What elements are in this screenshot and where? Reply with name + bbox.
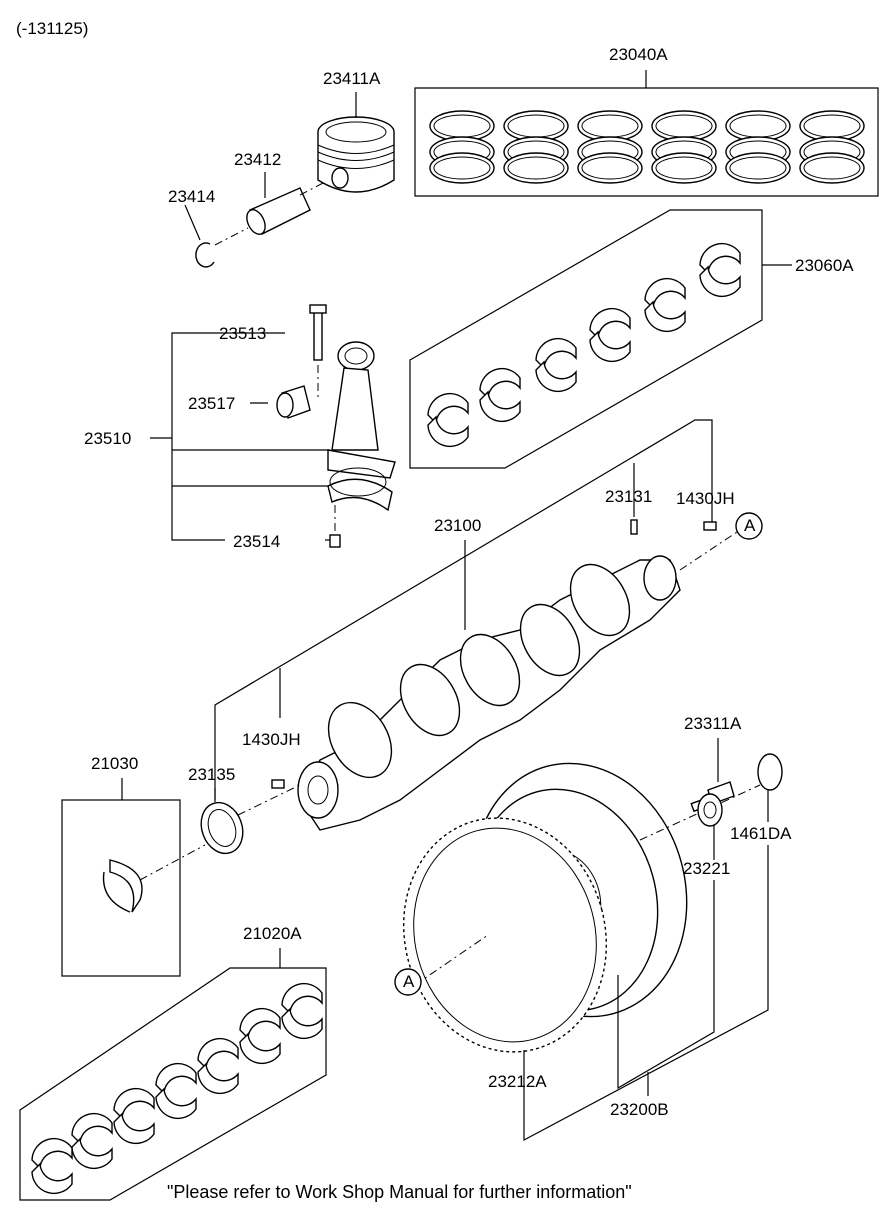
label-21020a: 21020A [243, 924, 302, 943]
label-23510: 23510 [84, 429, 132, 448]
crankshaft [237, 519, 741, 831]
label-23311a: 23311A [684, 714, 742, 733]
label-23131: 23131 [605, 487, 653, 506]
label-23135: 23135 [188, 765, 236, 784]
conrod-bracket [150, 332, 336, 541]
bearing-shell [71, 1112, 113, 1170]
piston-ring-set [414, 70, 879, 197]
label-1461da: 1461DA [730, 824, 792, 843]
oil-seal [139, 788, 244, 881]
label-21030: 21030 [91, 754, 139, 773]
main-bearing-set [19, 948, 327, 1201]
label-23221: 23221 [683, 859, 731, 878]
label-23513: 23513 [219, 324, 267, 343]
label-1430jh-left: 1430JH [242, 730, 301, 749]
piston-ring-stack [429, 110, 495, 184]
bearing-shell [644, 277, 686, 333]
bearing-shell [427, 392, 469, 448]
flywheel-bracket [523, 845, 769, 1141]
pilot-bearing [697, 793, 723, 860]
crankshaft-bracket [214, 419, 713, 800]
label-23200b: 23200B [610, 1100, 669, 1119]
label-23517: 23517 [188, 394, 236, 413]
piston [317, 92, 395, 193]
piston-ring-stack [651, 110, 717, 184]
label-a-bottom: A [403, 972, 415, 991]
flywheel [402, 762, 761, 1053]
piston-ring-stack [577, 110, 643, 184]
label-23100: 23100 [434, 516, 482, 535]
snap-ring [184, 204, 215, 268]
diagram-code: (-131125) [16, 19, 89, 38]
footer-note: "Please refer to Work Shop Manual for fu… [167, 1182, 632, 1202]
bearing-shell [479, 367, 521, 423]
label-23411a: 23411A [323, 69, 381, 88]
label-23040a: 23040A [609, 45, 668, 64]
bearing-shell [113, 1087, 155, 1145]
label-23414: 23414 [168, 187, 216, 206]
bearing-shell [281, 982, 323, 1040]
label-a-top: A [744, 516, 756, 535]
callout-a-top [735, 512, 763, 540]
piston-pin [214, 172, 326, 246]
bearing-shell [699, 242, 741, 298]
label-23412: 23412 [234, 150, 282, 169]
snap-ring-1461da [757, 753, 783, 822]
thrust-washer-box [61, 778, 181, 977]
bearing-shell [31, 1137, 73, 1195]
label-23514: 23514 [233, 532, 281, 551]
label-23212a: 23212A [488, 1072, 547, 1091]
bearing-shell [155, 1062, 197, 1120]
bearing-shell [535, 337, 577, 393]
piston-ring-stack [799, 110, 865, 184]
bearing-shell [197, 1037, 239, 1095]
bearing-shell [589, 307, 631, 363]
piston-ring-stack [503, 110, 569, 184]
connecting-rod [276, 304, 396, 548]
conrod-bearing-set [409, 209, 792, 469]
label-23060a: 23060A [795, 256, 854, 275]
label-1430jh-top: 1430JH [676, 489, 735, 508]
callout-a-bottom [394, 968, 422, 996]
bearing-shell [239, 1007, 281, 1065]
piston-ring-stack [725, 110, 791, 184]
